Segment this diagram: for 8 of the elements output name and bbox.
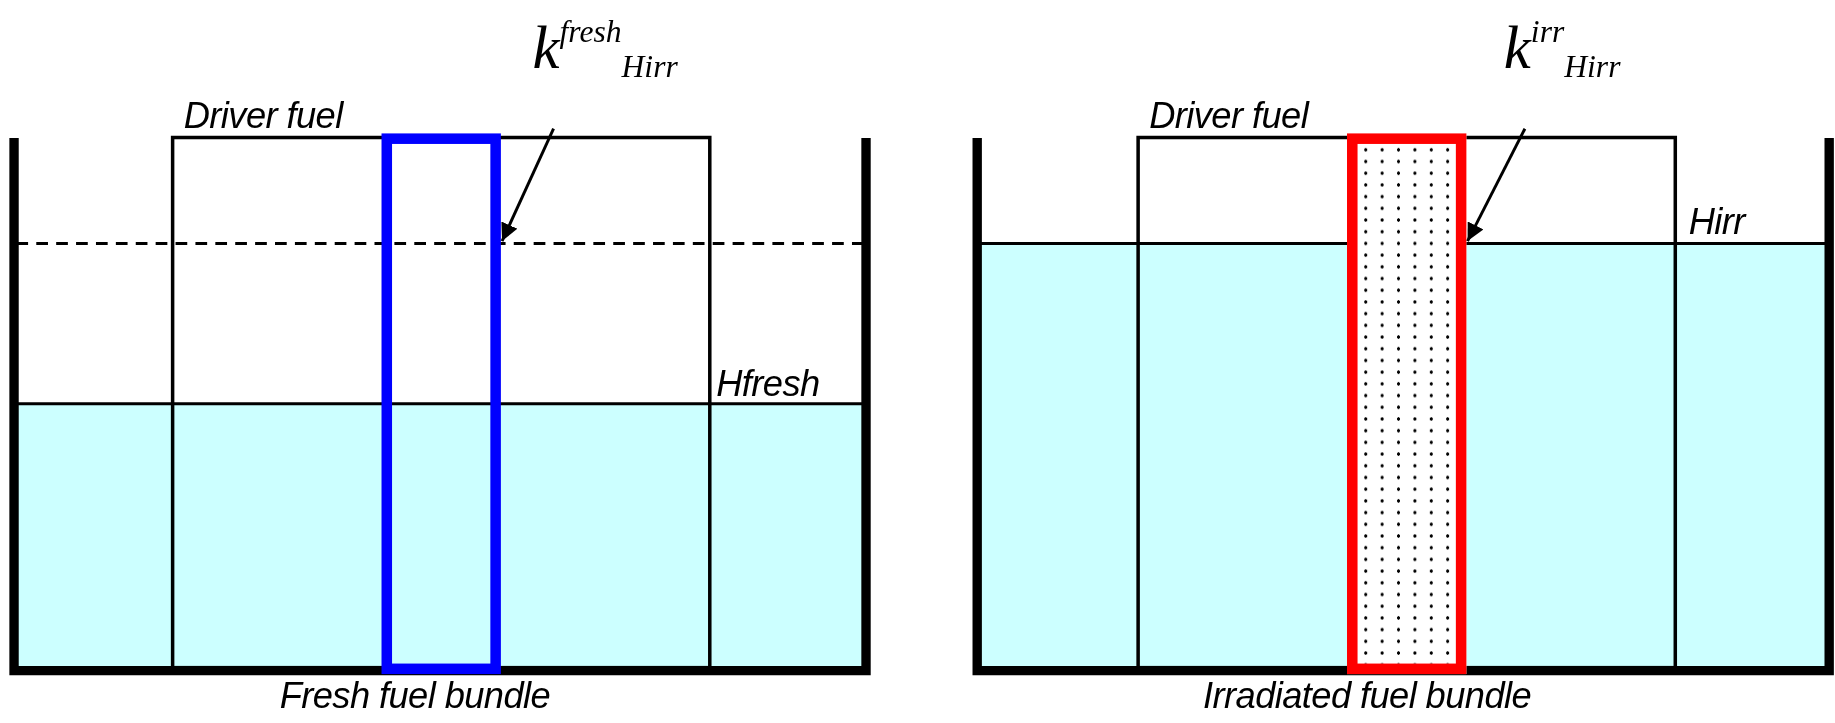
bundle-caption: Irradiated fuel bundle bbox=[1203, 677, 1532, 714]
leader-arrow bbox=[500, 128, 555, 242]
level-label: Hirr bbox=[1688, 203, 1745, 240]
box-heading: Driver fuel bbox=[183, 97, 343, 134]
leader-arrow bbox=[1466, 128, 1527, 242]
bundle-caption: Fresh fuel bundle bbox=[279, 677, 551, 714]
level-label: Hfresh bbox=[716, 365, 820, 402]
box-heading: Driver fuel bbox=[1149, 97, 1309, 134]
